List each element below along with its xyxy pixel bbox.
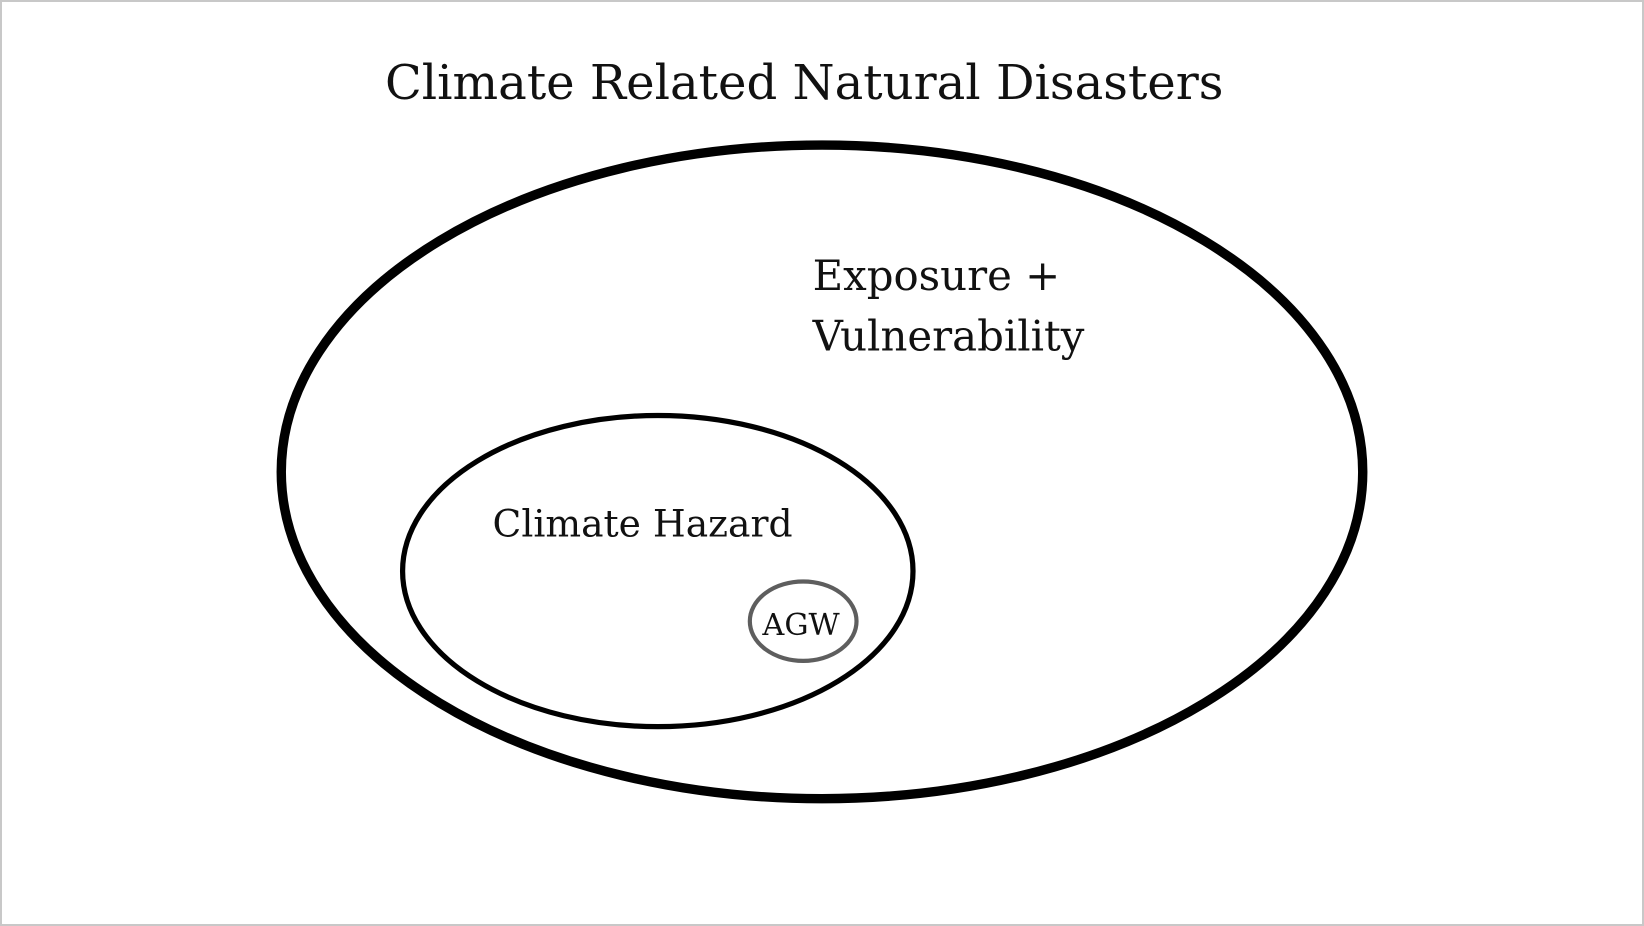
diagram-title: Climate Related Natural Disasters [385, 55, 1223, 111]
outer-ellipse-exposure-vulnerability [276, 140, 1368, 804]
outer-label-line2: Vulnerability [812, 312, 1085, 361]
outer-label-line1: Exposure + [813, 251, 1061, 300]
middle-ellipse-climate-hazard [399, 412, 916, 730]
middle-label: Climate Hazard [493, 502, 793, 546]
inner-ellipse-agw [747, 579, 859, 663]
inner-label: AGW [761, 608, 840, 643]
